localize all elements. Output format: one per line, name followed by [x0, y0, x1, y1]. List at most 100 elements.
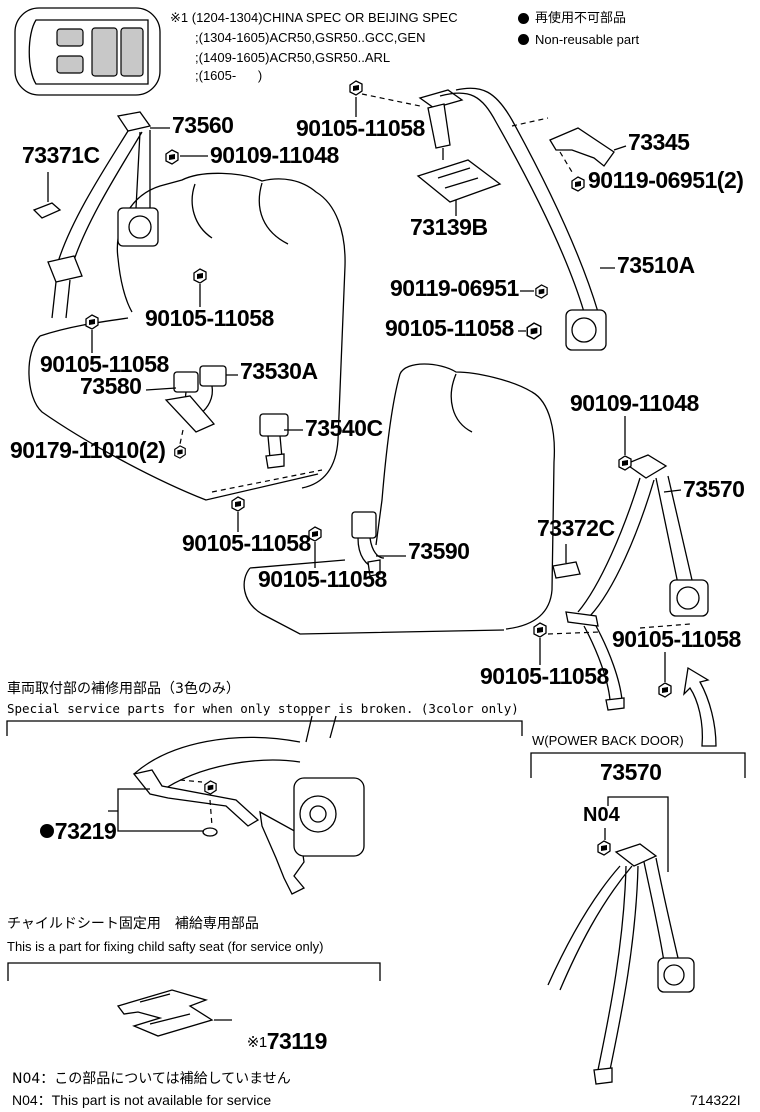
- belt-webbing: [577, 475, 693, 617]
- child-seat-anchor-73119: [116, 989, 214, 1037]
- legend-non-reusable-en: Non-reusable part: [535, 32, 640, 47]
- callout-90105-11058: 90105-11058: [258, 566, 387, 592]
- belt-retractor: [669, 579, 709, 617]
- belt-webbing-lower: [583, 625, 623, 701]
- belt-webbing: [547, 857, 679, 1071]
- spec-marker: ※1: [246, 1034, 267, 1051]
- bolt-icon: [349, 80, 363, 96]
- buckle-anchor: [367, 559, 381, 577]
- retractor-hub: [309, 805, 327, 823]
- callout-90105-11058: 90105-11058: [296, 115, 425, 141]
- vehicle-body-outline: [14, 7, 161, 96]
- spec-note-line: ;(1409-1605)ACR50,GSR50..ARL: [195, 50, 391, 65]
- clip-73372C: [552, 561, 581, 579]
- belt-webbing-lower: [51, 279, 71, 319]
- bracket-73345: [549, 127, 615, 167]
- figure-id: 714322I: [690, 1092, 741, 1108]
- callout-73510A: 73510A: [617, 252, 695, 278]
- service-parts-title-en: Special service parts for when only stop…: [7, 701, 519, 716]
- retractor-spool: [571, 317, 597, 343]
- callout-73540C: 73540C: [305, 415, 383, 441]
- callout-90119-06951-qty2: 90119-06951(2): [588, 167, 744, 193]
- callout-90109-11048: 90109-11048: [210, 142, 339, 168]
- rear-seat-split-line: [211, 469, 323, 493]
- retractor-spool: [128, 215, 152, 239]
- rear-seat-back-outline: [375, 363, 556, 630]
- retractor-spool: [676, 586, 700, 610]
- child-seat-title-en: This is a part for fixing child safty se…: [7, 939, 324, 954]
- callout-90105-11058: 90105-11058: [40, 351, 169, 377]
- power-back-door-condition: W(POWER BACK DOOR): [532, 733, 684, 748]
- seat-belt-73560: [47, 111, 159, 319]
- callout-73119: ※173119: [235, 1007, 328, 1053]
- belt-end-anchor: [593, 1067, 613, 1085]
- callout-90105-11058: 90105-11058: [182, 530, 311, 556]
- buckle: [199, 365, 227, 387]
- belt-guide: [614, 843, 658, 867]
- callout-73560: 73560: [172, 112, 234, 138]
- section-brackets: [6, 720, 746, 981]
- callout-73219-number: 73219: [54, 818, 117, 844]
- bolt-icon: [571, 176, 585, 192]
- callout-90105-11058: 90105-11058: [385, 315, 514, 341]
- callout-73590: 73590: [408, 538, 470, 564]
- callout-73371C: 73371C: [22, 142, 100, 168]
- service-parts-title-ja: 車両取付部の補修用部品（3色のみ）: [7, 681, 240, 697]
- vehicle-location-icon: [14, 7, 161, 96]
- seat-belt-73570-power-back-door: [547, 796, 695, 1085]
- belt-upper-anchor: [418, 89, 464, 109]
- rear-seat-right-outline: [243, 363, 556, 635]
- non-reusable-marker-icon: [518, 34, 529, 45]
- legend-non-reusable-ja: 再使用不可部品: [535, 11, 627, 26]
- callout-bracket: [108, 788, 204, 832]
- cover-plate-73139B: [416, 159, 502, 203]
- callout-note-n04: N04: [583, 804, 620, 826]
- non-reusable-marker-icon: [39, 824, 54, 838]
- callout-90109-11048: 90109-11048: [570, 390, 699, 416]
- bolt-icon: [597, 840, 611, 856]
- rear-seat-cushion-outline: [28, 317, 319, 501]
- clip-73371C: [32, 202, 62, 219]
- belt-retractor: [117, 207, 159, 247]
- installation-guide-lines: [179, 779, 213, 827]
- callout-73139B: 73139B: [410, 214, 488, 240]
- belt-anchor-plate: [47, 255, 83, 283]
- installation-guide-line: [559, 151, 573, 173]
- seat-icon: [91, 27, 118, 77]
- rear-seat-cushion-outline: [243, 559, 505, 635]
- callout-bracket: [604, 796, 669, 872]
- seat-icon: [120, 27, 144, 77]
- bolt-icon: [204, 780, 217, 795]
- seat-belt-73510A: [361, 87, 607, 351]
- callout-73219: 73219: [28, 797, 117, 844]
- callout-90119-06951: 90119-06951: [390, 275, 519, 301]
- callout-73570: 73570: [683, 476, 745, 502]
- stopper-washer: [202, 827, 218, 837]
- seat-belt-73570: [547, 454, 709, 711]
- belt-retractor: [293, 777, 365, 857]
- callout-90179-11010-qty2: 90179-11010(2): [10, 437, 166, 463]
- bolt-icon: [535, 284, 548, 299]
- belt-end-anchor: [605, 697, 625, 711]
- spec-note-line: ;(1304-1605)ACR50,GSR50..GCC,GEN: [195, 30, 426, 45]
- child-seat-title-ja: チャイルドシート固定用 補給専用部品: [7, 916, 259, 932]
- belt-webbing: [57, 130, 151, 267]
- belt-retractor: [565, 309, 607, 351]
- seat-icon: [56, 55, 84, 74]
- buckle-set-73530A: [164, 365, 227, 445]
- bolt-icon: [618, 455, 632, 471]
- bolt-icon: [231, 496, 245, 512]
- view-direction-arrow-icon: [683, 666, 717, 747]
- spec-note-line: ;(1605- ): [195, 68, 263, 83]
- bolt-icon: [174, 445, 186, 459]
- seat-icon: [56, 28, 84, 47]
- callout-73372C: 73372C: [537, 515, 615, 541]
- callout-73345: 73345: [628, 129, 690, 155]
- belt-tongue: [427, 103, 451, 149]
- footnote-n04-en: N04：This part is not available for servi…: [12, 1092, 272, 1108]
- belt-webbing: [439, 87, 599, 313]
- callout-90105-11058: 90105-11058: [145, 305, 274, 331]
- rear-seat-back-outline: [116, 172, 346, 489]
- stopper-bracket: [132, 769, 260, 827]
